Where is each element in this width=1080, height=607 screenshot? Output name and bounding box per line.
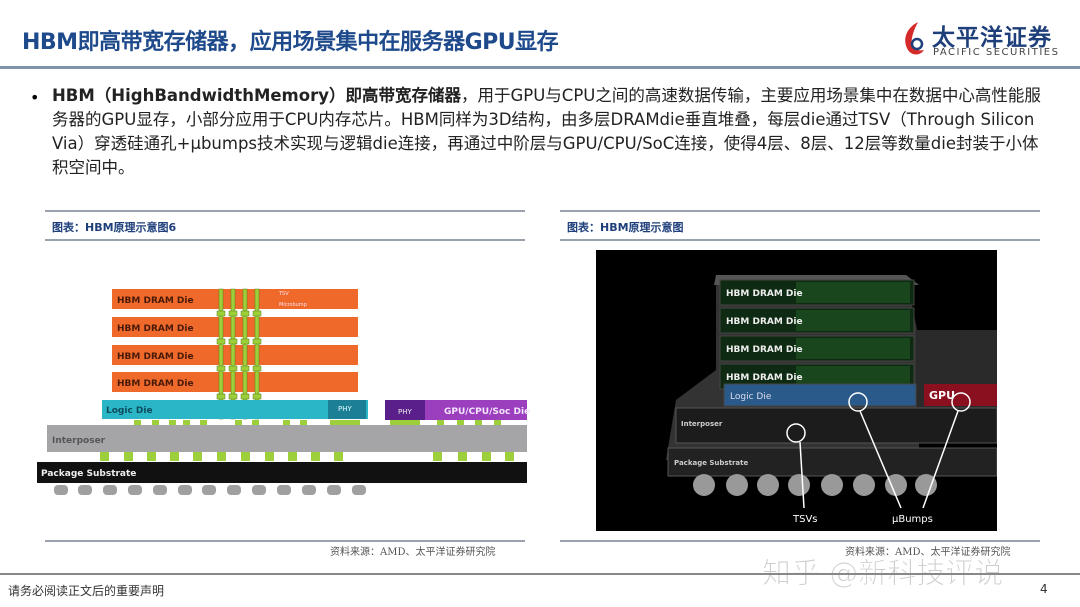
dram-label: HBM DRAM Die <box>726 317 803 327</box>
logic-die-label: Logic Die <box>730 392 772 402</box>
gpu-die-label: GPU/CPU/Soc Die <box>444 407 530 417</box>
dram-label: HBM DRAM Die <box>117 352 194 362</box>
gpu-die <box>924 384 997 406</box>
logic-die <box>102 400 368 419</box>
bullet-bold-text: HBM（HighBandwidthMemory）即高带宽存储器 <box>52 86 461 105</box>
footer-divider <box>0 573 1080 575</box>
tsv-columns <box>216 288 262 420</box>
dram-label: HBM DRAM Die <box>117 379 194 389</box>
dram-label: HBM DRAM Die <box>726 289 803 299</box>
logo-text-cn: 太平洋证券 <box>932 25 1052 51</box>
gpu-label: GPU <box>929 389 955 402</box>
logic-die <box>723 383 917 407</box>
substrate-label: Package Substrate <box>41 469 136 479</box>
caption-bottom-line <box>560 239 1040 241</box>
logo-text-en: PACIFIC SECURITIES <box>933 47 1060 58</box>
interposer-label: Interposer <box>52 436 106 446</box>
caption-bottom-line <box>45 239 525 241</box>
figure-source-left: 资料来源：AMD、太平洋证券研究院 <box>330 547 496 558</box>
gpu-phy-block <box>385 400 425 420</box>
figure-source-right: 资料来源：AMD、太平洋证券研究院 <box>845 547 1011 558</box>
bullet-text: ，用于GPU与CPU之间的高速数据传输，主要应用场景集中在数据中心高性能服务器的… <box>52 86 1041 177</box>
dram-dies <box>719 279 915 390</box>
caption-top-line <box>560 210 1040 212</box>
callout-lines <box>786 392 971 509</box>
interposer <box>47 425 527 452</box>
phy-label: PHY <box>338 405 352 413</box>
microbump-label: Microbump <box>279 302 307 308</box>
tsvs-label: TSVs <box>792 514 818 525</box>
dram-label: HBM DRAM Die <box>117 296 194 306</box>
solder-balls <box>54 485 366 495</box>
footer-disclaimer: 请务必阅读正文后的重要声明 <box>8 584 165 598</box>
body-paragraph: HBM（HighBandwidthMemory）即高带宽存储器，用于GPU与CP… <box>52 84 1052 180</box>
logic-die-label: Logic Die <box>106 406 153 416</box>
pacific-securities-logo-icon <box>905 22 924 55</box>
dram-label: HBM DRAM Die <box>117 324 194 334</box>
hbm-3d-image-right: HBM DRAM Die HBM DRAM Die HBM DRAM Die H… <box>596 250 997 531</box>
package-substrate <box>37 462 527 483</box>
tsv-label: TSV <box>278 291 289 297</box>
caption-top-line <box>45 210 525 212</box>
substrate-label: Package Substrate <box>674 459 748 467</box>
page-title: HBM即高带宽存储器，应用场景集中在服务器GPU显存 <box>22 30 559 55</box>
figure-caption-right: 图表：HBM原理示意图 <box>567 221 684 234</box>
phy-block <box>328 400 366 419</box>
source-line <box>45 540 525 542</box>
interposer-label: Interposer <box>681 420 723 428</box>
dram-label: HBM DRAM Die <box>726 345 803 355</box>
source-line <box>560 540 1040 542</box>
ubumps-label: μBumps <box>892 514 933 525</box>
bullet-icon: • <box>30 88 40 107</box>
interposer <box>675 407 997 444</box>
company-logo: 太平洋证券 PACIFIC SECURITIES <box>900 18 1070 62</box>
figure-caption-left: 图表：HBM原理示意图6 <box>52 221 177 234</box>
header-divider <box>0 66 1080 69</box>
dram-label: HBM DRAM Die <box>726 373 803 383</box>
solder-balls <box>693 474 937 496</box>
interposer-bumps <box>100 420 514 461</box>
page-number: 4 <box>1040 582 1048 596</box>
gpu-phy-label: PHY <box>398 408 412 416</box>
